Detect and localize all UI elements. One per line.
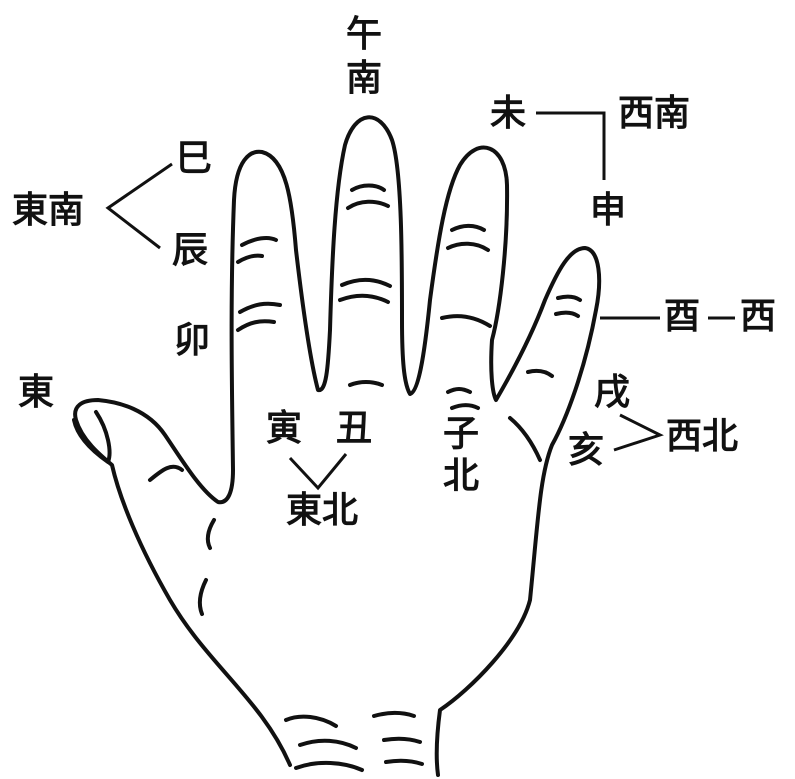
label-east: 東 [18,374,54,410]
connector-southeast [108,164,172,248]
label-zi: 子 [437,414,479,456]
label-chou: 丑 [336,410,372,446]
label-si: 巳 [176,140,212,176]
label-hai: 亥 [568,432,604,468]
connector-southwest [536,113,604,180]
connector-northeast [290,454,346,488]
label-south: 南 [346,60,382,96]
label-southwest: 西南 [618,95,690,131]
thumbnail [74,412,110,462]
thumb-crease [150,467,182,480]
label-southeast: 東南 [12,192,84,228]
label-zi-north: 子北 [440,414,476,498]
label-chen: 辰 [172,232,208,268]
label-north: 北 [437,456,479,498]
connector-northwest [614,415,660,450]
label-you: 酉 [664,298,700,334]
label-mao: 卯 [174,322,210,358]
label-xu: 戌 [594,374,630,410]
label-wei: 未 [490,95,526,131]
label-wu: 午 [346,16,382,52]
label-shen: 申 [590,192,626,228]
label-northwest: 西北 [666,418,738,454]
label-northeast: 東北 [286,492,358,528]
label-west: 西 [740,298,776,334]
label-yin: 寅 [266,410,302,446]
